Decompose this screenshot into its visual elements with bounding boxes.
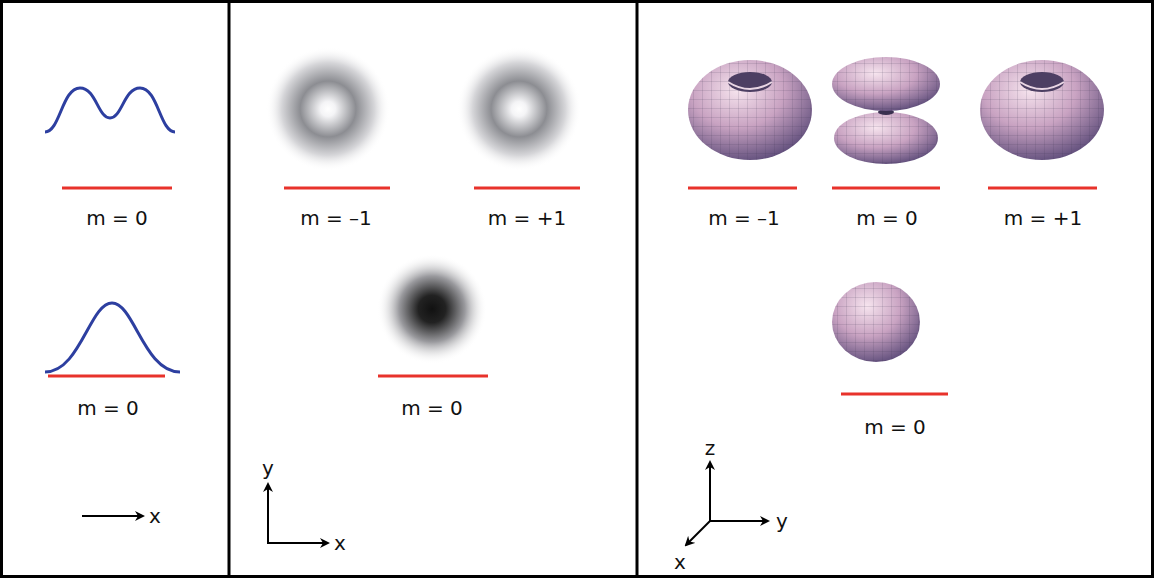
axis-label: x <box>674 552 686 572</box>
level-label: m = 0 <box>864 417 926 437</box>
level-label: m = –1 <box>708 208 780 228</box>
level-label: m = 0 <box>856 208 918 228</box>
axis-label: x <box>149 506 161 526</box>
level-label: m = –1 <box>300 208 372 228</box>
axis-label: y <box>776 511 788 531</box>
axis-label: z <box>705 438 716 458</box>
level-label: m = +1 <box>1004 208 1082 228</box>
axis-label: y <box>262 458 274 478</box>
axis-label: x <box>334 533 346 553</box>
level-label: m = 0 <box>86 208 148 228</box>
level-label: m = +1 <box>488 208 566 228</box>
level-label: m = 0 <box>77 398 139 418</box>
level-label: m = 0 <box>401 398 463 418</box>
